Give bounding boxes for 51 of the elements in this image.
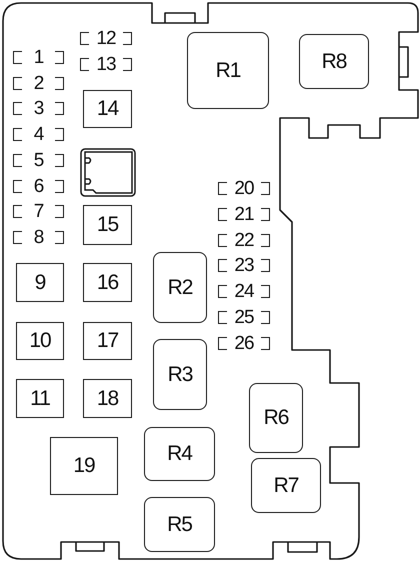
fuse-number: 7	[32, 202, 44, 222]
relay-label: R8	[320, 50, 348, 72]
relay-slot	[187, 32, 269, 109]
relay-label: R1	[214, 60, 242, 82]
fuse-slot	[16, 379, 64, 418]
fuse-number: 23	[233, 256, 255, 276]
relay-label: R2	[166, 276, 194, 298]
relay-label: R5	[166, 514, 193, 536]
fuse-slot	[16, 263, 64, 302]
fuse-slot	[50, 437, 118, 495]
fuse-number: 9	[34, 272, 46, 294]
fuse-number: 12	[95, 29, 117, 49]
relay-slot	[144, 427, 215, 481]
relay-slot	[153, 252, 207, 323]
relay-label: R7	[272, 474, 300, 496]
fuse-slot	[83, 322, 132, 360]
fuse-number: 13	[95, 55, 117, 75]
fuse-number: 5	[32, 151, 44, 171]
fuse-number: 25	[233, 308, 255, 328]
fuse-number: 2	[32, 74, 44, 94]
fuse-number: 3	[32, 99, 44, 119]
fuse-number: 14	[96, 98, 120, 120]
fuse-number: 8	[32, 228, 44, 248]
fuse-slot	[83, 379, 132, 418]
fuse-number: 22	[233, 231, 255, 251]
fuse-number: 1	[32, 48, 44, 68]
fuse-number: 24	[233, 282, 255, 302]
relay-slot	[144, 497, 215, 552]
fuse-number: 10	[28, 330, 52, 352]
fuse-slot	[83, 263, 132, 302]
relay-label: R4	[166, 443, 193, 465]
fuse-number: 15	[96, 214, 120, 236]
relay-slot	[251, 458, 321, 513]
fuse-slot	[83, 205, 132, 245]
relay-slot	[299, 34, 369, 89]
fuse-number: 6	[32, 177, 44, 197]
fuse-number: 4	[32, 125, 44, 145]
fuse-number: 21	[233, 205, 255, 225]
fuse-slot	[83, 90, 132, 128]
relay-slot	[153, 339, 207, 410]
fuse-slot	[16, 322, 64, 360]
relay-label: R3	[166, 364, 194, 386]
fuse-number: 20	[233, 179, 255, 199]
fuse-number: 16	[96, 272, 120, 294]
relay-slot	[249, 383, 303, 453]
fuse-number: 26	[233, 334, 255, 354]
fuse-number: 19	[72, 455, 96, 477]
fuse-number: 11	[29, 388, 51, 410]
fuse-number: 18	[96, 388, 120, 410]
relay-label: R6	[262, 407, 290, 429]
fuse-number: 17	[96, 330, 120, 352]
